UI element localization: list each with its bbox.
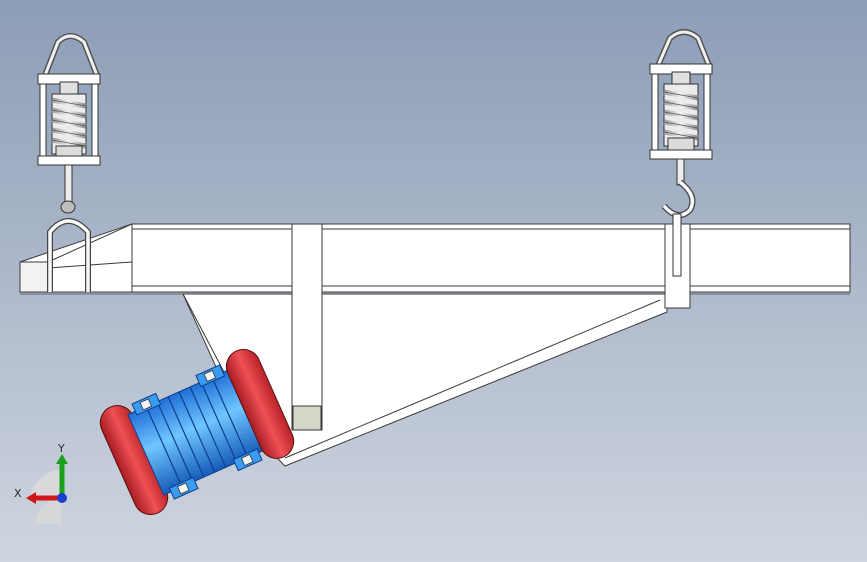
left-spring-hanger <box>37 33 101 292</box>
y-axis-label: Y <box>57 442 65 455</box>
z-axis-point <box>57 493 67 503</box>
y-axis-arrowhead <box>56 454 68 464</box>
motor-end-cap-right <box>225 348 295 459</box>
x-axis-arrowhead <box>26 492 36 504</box>
right-spring-hanger <box>649 29 713 277</box>
vibration-motor <box>99 348 295 516</box>
axis-triad: Y X <box>14 442 68 524</box>
x-axis-label: X <box>14 487 22 500</box>
feeder-trough <box>19 223 851 295</box>
